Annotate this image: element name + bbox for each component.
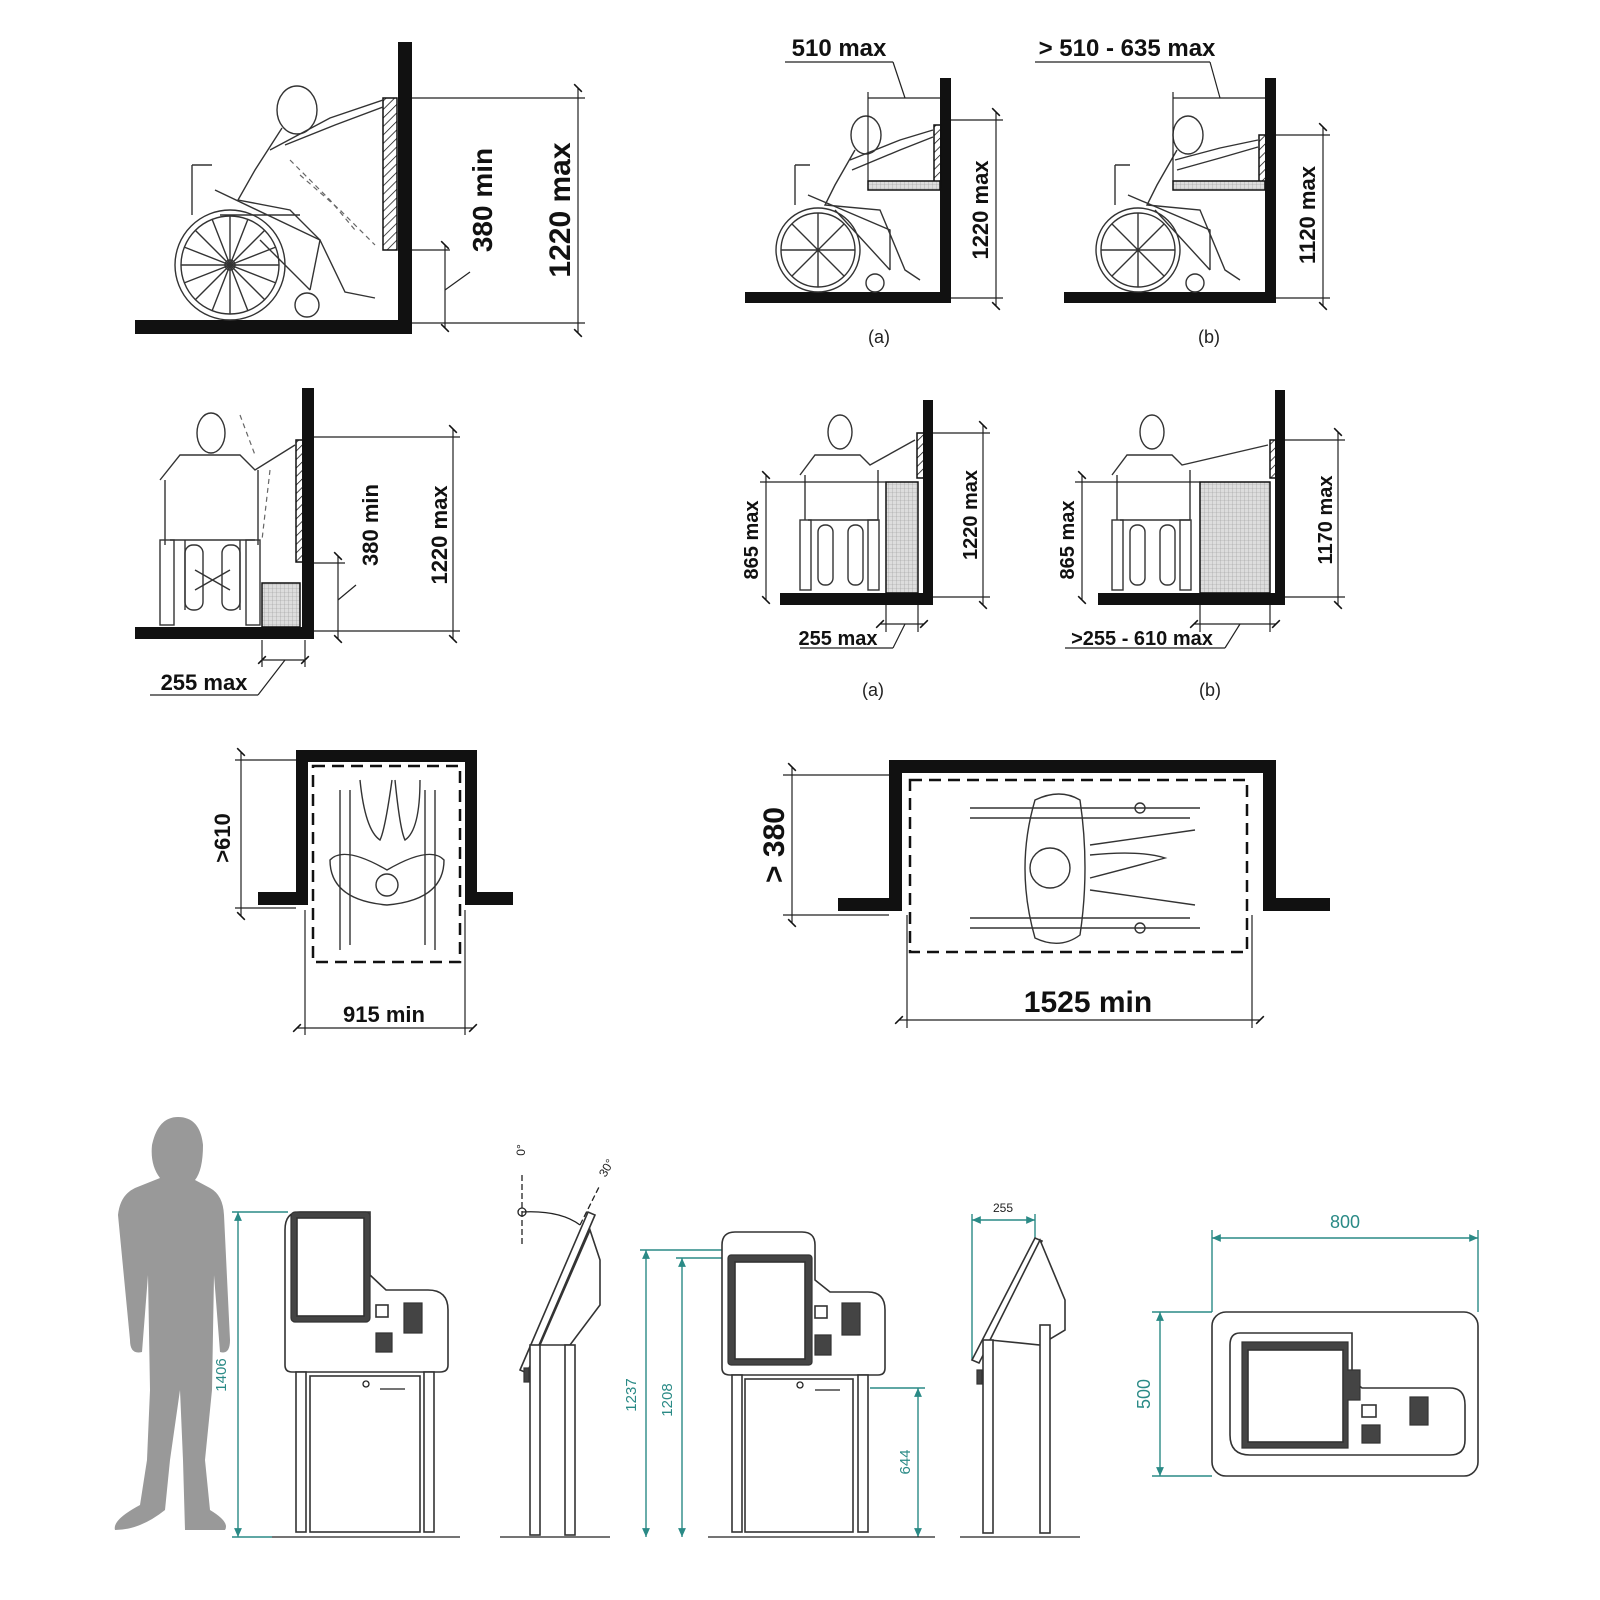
label-obstruction-depth: 255 max (161, 670, 249, 695)
figure-a: 865 max 1220 max 255 max (a) (741, 400, 990, 700)
panel-forward-reach-unobstructed: 1220 max 380 min 255 max (135, 388, 460, 696)
label-depth-b: >255 - 610 max (1071, 628, 1213, 650)
caption-a: (a) (868, 327, 890, 347)
label-height-min: 380 min (467, 148, 498, 252)
kiosk-front-view: 1406 (213, 1211, 460, 1538)
figure-a: 510 max 1220 max (a) (745, 35, 1003, 347)
wheelchair-user-front-figure (799, 414, 916, 591)
panel-alcove-forward-approach: >610 915 min (210, 747, 513, 1035)
floor-and-wall (135, 42, 412, 334)
caption-a: (a) (862, 680, 884, 700)
kiosk-plan-view: 800 500 (1134, 1212, 1479, 1477)
label-alcove-width: 1525 min (1024, 986, 1152, 1019)
label-tilt-start: 0° (514, 1144, 528, 1156)
kiosk-drawings: 1406 0° 30° (114, 1117, 1479, 1538)
label-tilt-end: 30° (596, 1156, 617, 1179)
wheelchair-user-front-figure (1111, 414, 1269, 591)
clear-floor-space (311, 764, 462, 964)
wheelchair-plan-figure (329, 779, 445, 950)
wheelchair-user-figure (775, 115, 934, 293)
wheelchair-user-figure (174, 85, 384, 321)
label-depth-a: 510 max (792, 35, 887, 62)
kiosk-side-view-depth: 255 (960, 1201, 1080, 1538)
label-screen-depth: 255 (993, 1201, 1013, 1215)
panel-side-reach-unobstructed: 1220 max 380 min (135, 42, 585, 338)
figure-b: > 510 - 635 max 1120 max (b) (1035, 35, 1330, 347)
panel-forward-reach-obstructed: 865 max 1220 max 255 max (a) (741, 390, 1345, 700)
label-alcove-width: 915 min (343, 1002, 425, 1027)
caption-b: (b) (1198, 327, 1220, 347)
panel-side-reach-obstructed: 510 max 1220 max (a) (745, 35, 1330, 347)
obstruction-counter (885, 481, 919, 594)
obstruction-counter (1199, 481, 1271, 594)
label-depth-b: > 510 - 635 max (1039, 35, 1216, 62)
obstruction-shelf (867, 180, 941, 191)
panel-alcove-parallel-approach: > 380 1525 min (758, 760, 1330, 1028)
obstruction-shelf (1172, 180, 1266, 191)
toe-clearance-obstruction (261, 582, 301, 628)
label-front-height: 1237 (623, 1378, 640, 1411)
label-plan-width: 800 (1330, 1212, 1360, 1232)
caption-b: (b) (1199, 680, 1221, 700)
label-overall-height: 1406 (213, 1358, 230, 1391)
kiosk-side-view-tilt: 0° 30° (500, 1144, 617, 1538)
label-height-a: 1220 max (960, 470, 982, 560)
human-silhouette (114, 1117, 230, 1530)
wall-control-zone (382, 97, 398, 251)
clear-floor-space (908, 778, 1249, 954)
label-counter-height: 644 (897, 1449, 914, 1474)
dimension-lines (412, 83, 585, 338)
label-height-a: 1220 max (968, 160, 993, 260)
kiosk-front-view-dimensioned: 1237 1208 644 (623, 1231, 935, 1538)
label-screen-top-height: 1208 (659, 1383, 676, 1416)
wheelchair-user-figure (1095, 115, 1259, 293)
wheelchair-plan-figure (970, 793, 1200, 944)
label-obstruction-height-a: 865 max (741, 501, 763, 580)
label-plan-depth: 500 (1134, 1379, 1154, 1409)
label-alcove-depth: >610 (210, 813, 235, 863)
label-height-max: 1220 max (544, 142, 577, 277)
label-depth-a: 255 max (799, 628, 878, 650)
alcove-walls (258, 750, 513, 905)
wheelchair-user-front-figure (159, 412, 296, 626)
label-height-b: 1120 max (1295, 165, 1320, 264)
label-height-max: 1220 max (427, 485, 452, 585)
label-obstruction-height-b: 865 max (1057, 501, 1079, 580)
label-alcove-depth: > 380 (758, 807, 791, 883)
label-height-min: 380 min (358, 484, 383, 566)
label-height-b: 1170 max (1315, 476, 1337, 565)
figure-b: 865 max 1170 max >255 - 610 max (b) (1057, 390, 1345, 700)
